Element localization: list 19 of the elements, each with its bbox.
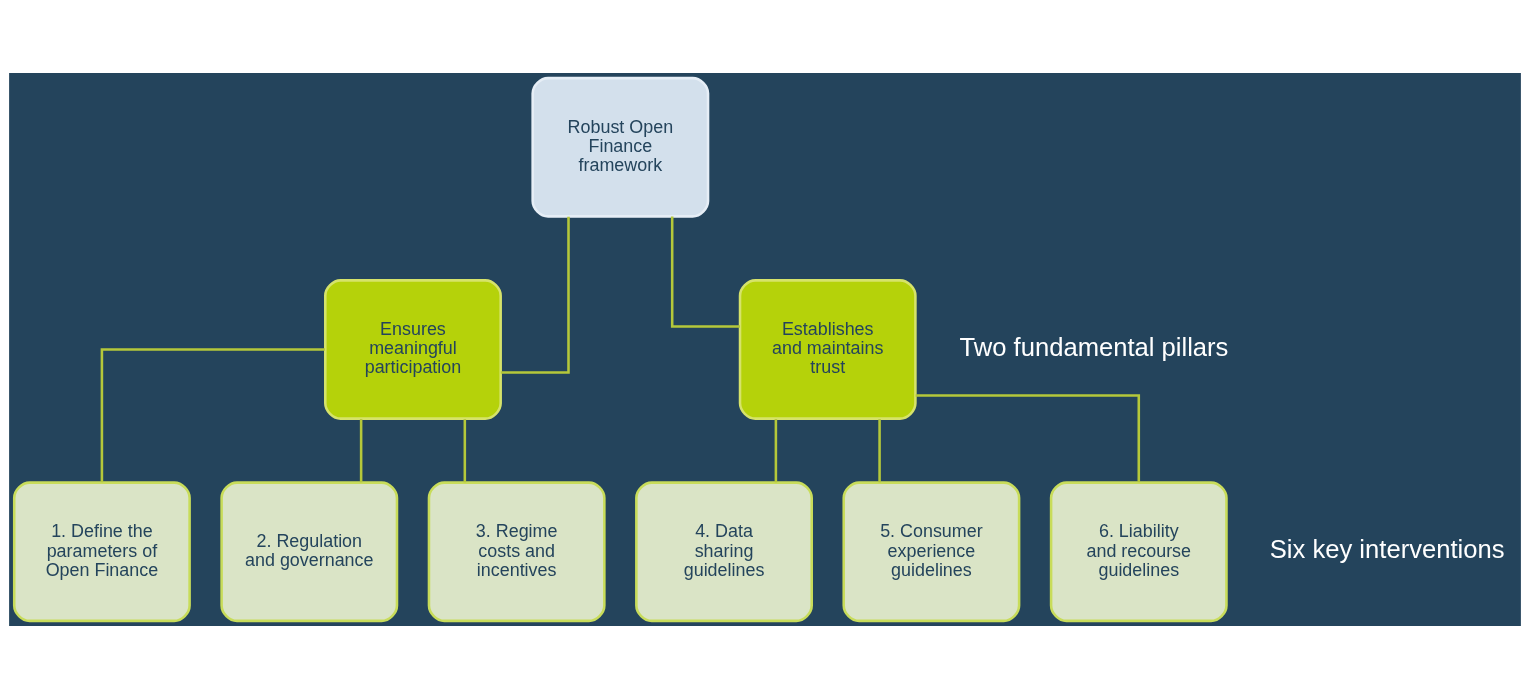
node-box: 1. Define the parameters of Open Finance	[12, 481, 191, 623]
node-box: 6. Liability and recourse guidelines	[1049, 481, 1228, 623]
node-box: 4. Data sharing guidelines	[635, 481, 813, 623]
node-box: Establishes and maintains trust	[738, 279, 917, 420]
connector	[915, 394, 1141, 483]
label: Six key interventions	[1269, 535, 1505, 564]
node-box: 2. Regulation and governance	[220, 481, 399, 623]
connector	[463, 419, 467, 483]
node-box: Ensures meaningful participation	[324, 279, 502, 420]
node-box: 3. Regime costs and incentives	[427, 481, 606, 623]
node-box: 5. Consumer experience guidelines	[842, 481, 1021, 623]
connector	[100, 348, 326, 483]
connector	[670, 216, 740, 328]
connector	[359, 419, 363, 483]
node-box: Robust Open Finance framework	[531, 76, 710, 218]
connector	[878, 419, 881, 483]
connector	[774, 419, 778, 483]
connector	[500, 216, 570, 374]
label: Two fundamental pillars	[959, 332, 1229, 361]
